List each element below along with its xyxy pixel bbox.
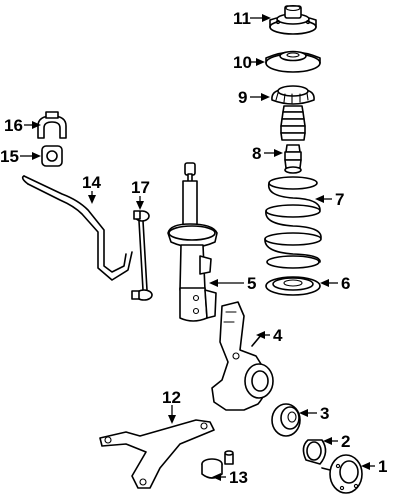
callout-10: 10 [233, 53, 252, 72]
part-16-bushing-bracket [37, 111, 67, 139]
part-11-strut-mount [269, 4, 317, 35]
callout-3: 3 [320, 404, 329, 423]
callout-4: 4 [273, 326, 283, 345]
callout-16: 16 [4, 116, 23, 135]
part-6-lower-spring-insulator [265, 276, 321, 296]
callout-11: 11 [233, 9, 251, 28]
callout-15: 15 [0, 147, 19, 166]
part-7-coil-spring [264, 176, 322, 269]
part-2-wheel-bearing [302, 439, 327, 465]
callout-9: 9 [238, 88, 247, 107]
callout-numbers: 11 10 9 8 7 6 5 4 3 2 1 13 12 14 17 15 1… [0, 9, 387, 487]
part-4-steering-knuckle [211, 301, 274, 411]
part-1-wheel-hub [321, 454, 363, 494]
callout-7: 7 [335, 190, 344, 209]
callout-12: 12 [162, 388, 181, 407]
callout-6: 6 [341, 274, 350, 293]
part-12-lower-control-arm [99, 419, 215, 489]
callout-8: 8 [252, 144, 261, 163]
part-10-bearing-plate [265, 50, 321, 73]
part-3-hub-bearing [271, 403, 301, 437]
part-17-stabilizer-link [131, 210, 153, 301]
leader-lines [20, 14, 375, 481]
part-5-strut-assembly [167, 162, 218, 322]
callout-1: 1 [378, 457, 387, 476]
part-14-stabilizer-bar [21, 175, 133, 281]
callout-17: 17 [131, 178, 150, 197]
part-8-dust-boot-bumper [280, 105, 306, 174]
callout-5: 5 [247, 274, 256, 293]
callout-13: 13 [229, 468, 248, 487]
callout-2: 2 [341, 432, 350, 451]
part-15-stabilizer-bushing [41, 145, 63, 167]
part-9-upper-insulator [271, 85, 315, 105]
part-13-ball-joint [201, 450, 234, 479]
callout-14: 14 [82, 173, 101, 192]
